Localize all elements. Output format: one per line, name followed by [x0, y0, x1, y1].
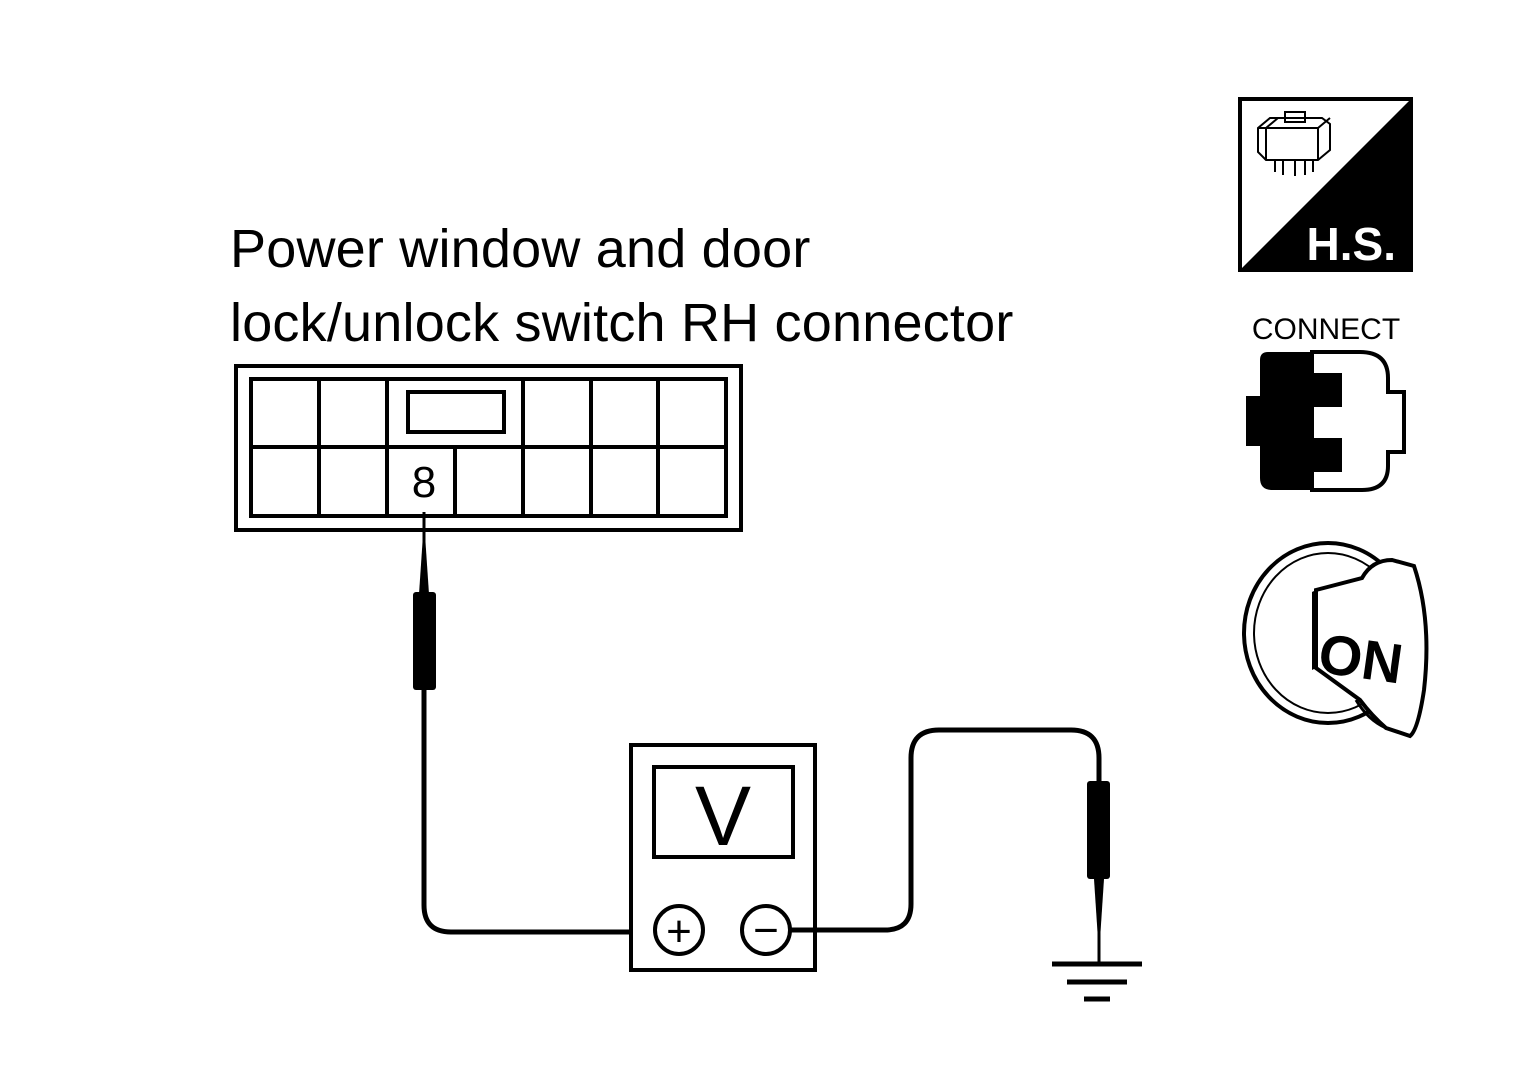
harness-side-icon: H.S.: [1238, 97, 1413, 272]
voltmeter: V + −: [629, 743, 817, 972]
connector-lock-tab: [406, 390, 506, 434]
negative-terminal-symbol: −: [753, 906, 779, 955]
voltmeter-display: [652, 765, 795, 859]
positive-probe-handle: [413, 592, 436, 690]
ignition-key-on-icon: ON: [1242, 541, 1429, 739]
positive-lead-wire: [421, 690, 655, 935]
voltmeter-label: V: [695, 769, 751, 863]
connector: [234, 364, 743, 532]
ground-icon: [1052, 961, 1142, 1002]
harness-connector-drawing: [1257, 111, 1331, 176]
negative-lead-wire: [790, 727, 1102, 933]
harness-side-label: H.S.: [1307, 218, 1396, 270]
title-line-2: lock/unlock switch RH connector: [230, 293, 1014, 353]
connect-label: CONNECT: [1252, 313, 1400, 346]
negative-probe: [1087, 781, 1110, 962]
title-line-1: Power window and door: [230, 219, 811, 279]
terminal-8-label: 8: [412, 458, 436, 507]
positive-terminal: [653, 904, 705, 956]
connector-connected-icon: [1246, 350, 1406, 492]
diagram-title: Power window and door lock/unlock switch…: [230, 212, 1014, 360]
negative-probe-handle: [1087, 781, 1110, 879]
connector-cell-dividers: [317, 379, 660, 516]
positive-probe: [413, 512, 655, 935]
positive-terminal-symbol: +: [666, 907, 692, 956]
ignition-on-label: ON: [1315, 621, 1407, 695]
connector-outer-shell: [234, 364, 743, 532]
